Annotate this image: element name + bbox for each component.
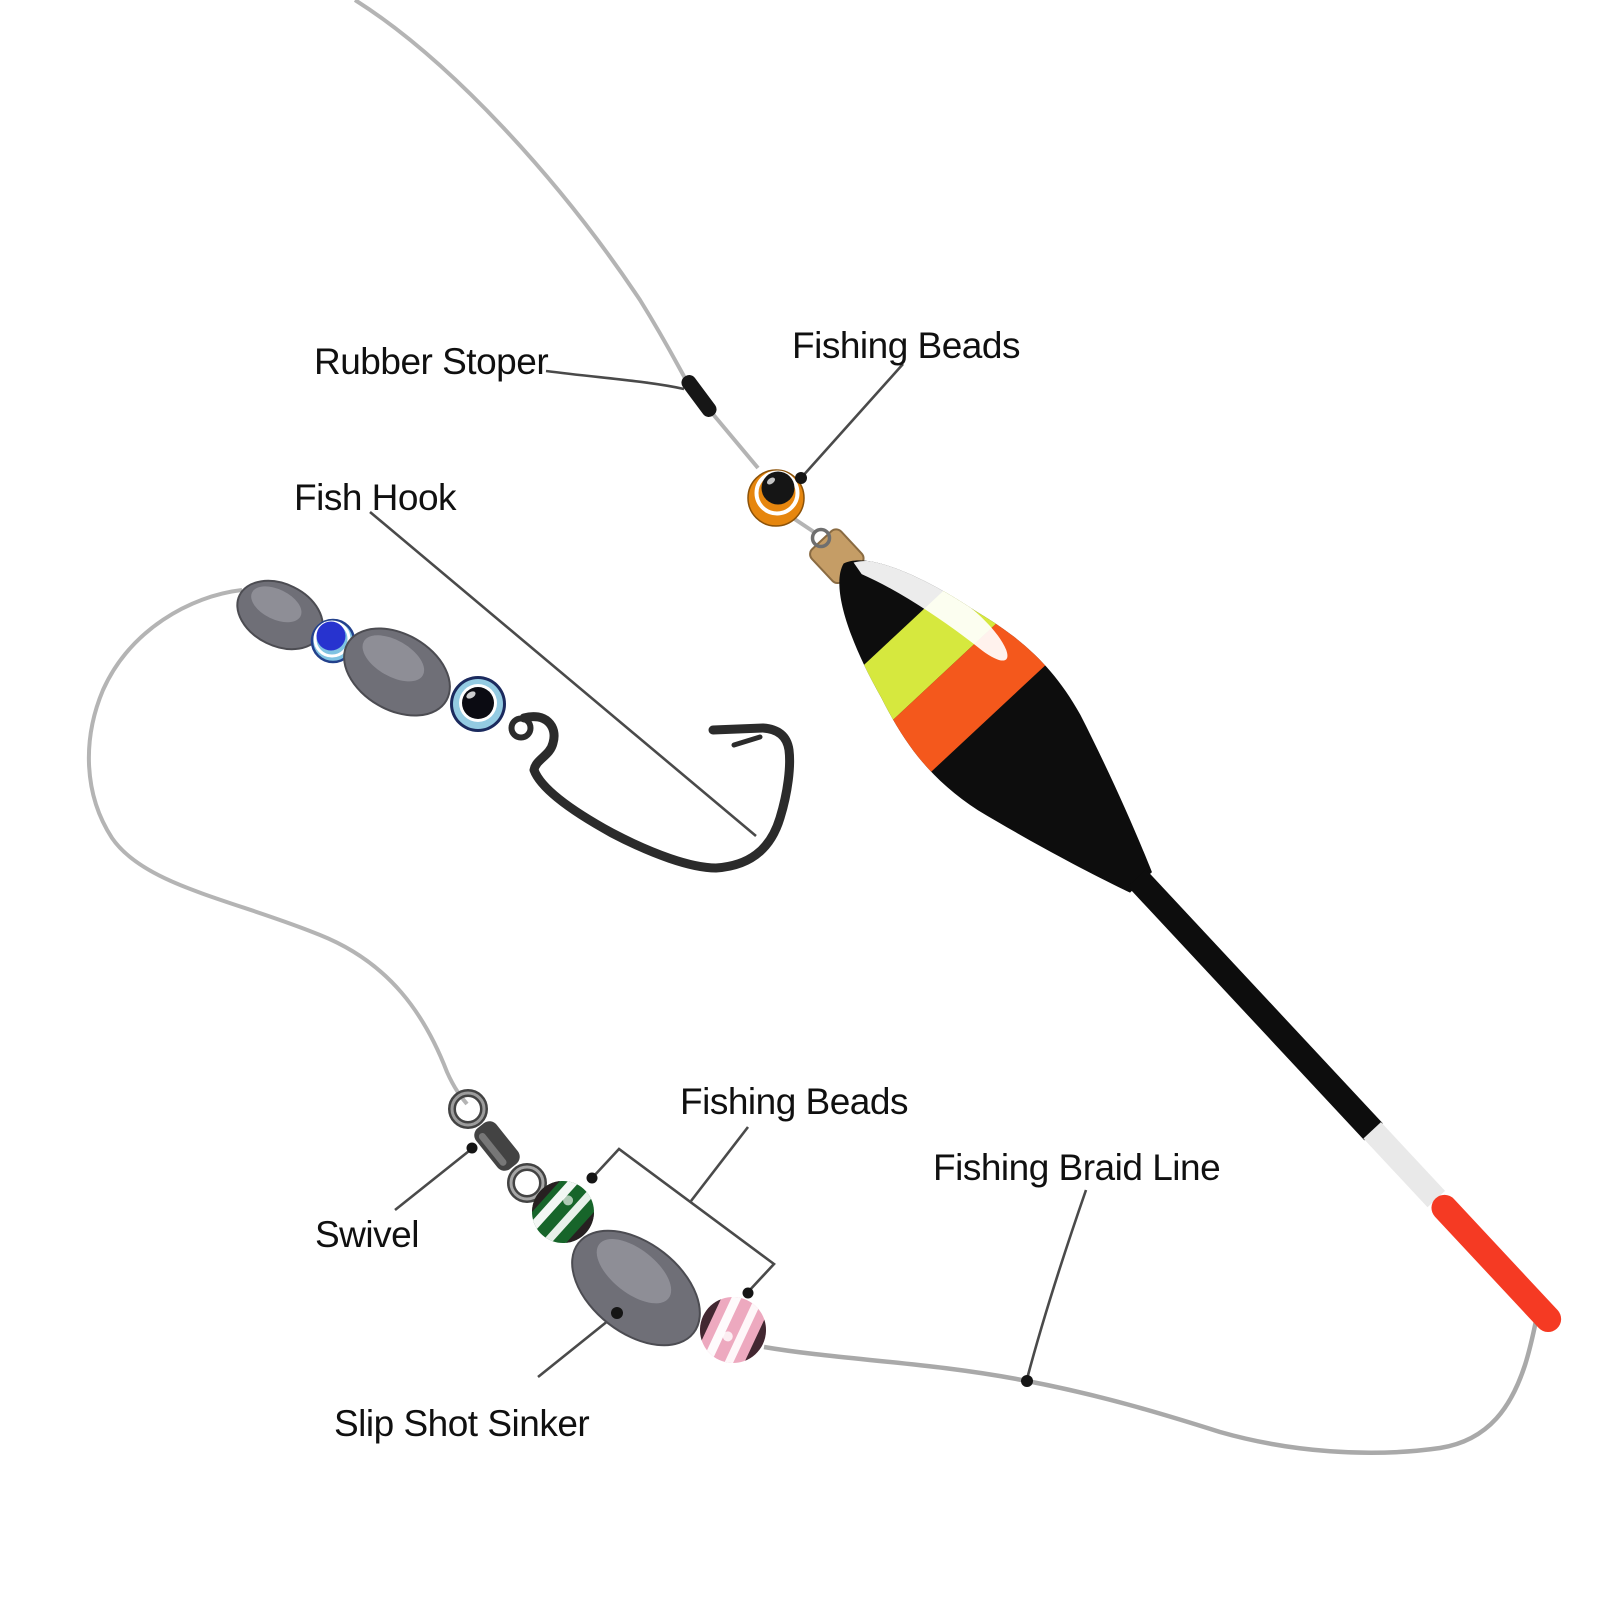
rubber-stopper-label: Rubber Stoper xyxy=(314,341,549,382)
leader-swivel xyxy=(394,1149,470,1212)
swivel-barrel-highlight xyxy=(478,1133,507,1166)
blue-fishing-bead xyxy=(310,618,356,664)
float-tip-red xyxy=(1431,1194,1562,1333)
egg-sinker-large-edge xyxy=(343,627,451,717)
pink-fishing-bead xyxy=(689,1286,777,1374)
pointer-dot-slip-shot-sinker xyxy=(611,1307,623,1319)
fishing-line xyxy=(86,0,816,1106)
green-bead-glint xyxy=(563,1195,574,1206)
green-bead-stripe xyxy=(527,1175,580,1232)
swivel xyxy=(448,1089,547,1203)
line-loop xyxy=(810,527,832,549)
pointer-dot-pink-bead xyxy=(742,1287,754,1299)
orange-fishing-bead xyxy=(747,469,805,527)
hook-barb xyxy=(731,734,763,748)
eye-bead-glint xyxy=(466,691,476,699)
slip-shot-sinker-shine xyxy=(596,1238,672,1304)
leader-rubber-stopper xyxy=(545,369,685,391)
leader-slip-shot-sinker xyxy=(537,1314,615,1379)
egg-sinker-large xyxy=(343,627,451,717)
pointer-dot-braid-line xyxy=(1021,1375,1033,1387)
pointer-dots xyxy=(466,472,1033,1387)
swivel-top-loop-highlight xyxy=(450,1091,486,1127)
swivel-bottom-loop-highlight xyxy=(509,1165,545,1201)
eye-bead-pupil xyxy=(462,687,494,719)
main-line-left-curve xyxy=(86,588,469,1106)
slip-shot-sinker xyxy=(571,1229,701,1347)
fishing-beads-top-label: Fishing Beads xyxy=(792,325,1020,366)
egg-sinker-large-shine xyxy=(362,635,425,682)
egg-sinker-small-shine xyxy=(251,586,302,623)
fish-hook xyxy=(508,712,795,873)
swivel-barrel xyxy=(474,1121,520,1171)
hook-wire xyxy=(519,712,795,873)
leader-fishing-beads-top xyxy=(800,363,904,479)
egg-sinker-small xyxy=(236,579,324,651)
fish-hook-label: Fish Hook xyxy=(294,477,457,518)
green-bead-stripe xyxy=(543,1189,595,1246)
bracket-fishing-beads-lower xyxy=(592,1147,776,1293)
slip-shot-sinker-edge xyxy=(571,1229,701,1347)
slip-float xyxy=(809,528,1562,1333)
fishing-braid-line-label: Fishing Braid Line xyxy=(933,1147,1221,1188)
float-highlight xyxy=(853,561,1008,661)
leader-fishing-beads-lower xyxy=(689,1126,750,1202)
pointer-dot-green-bead xyxy=(586,1172,598,1184)
blue-bead-dome xyxy=(316,621,346,651)
pink-bead-stripe xyxy=(705,1292,742,1359)
eye-bead xyxy=(450,676,506,732)
green-fishing-bead xyxy=(519,1168,607,1256)
leader-fish-hook xyxy=(369,511,757,837)
rubber-stopper xyxy=(681,375,717,417)
fishing-beads-lower-label: Fishing Beads xyxy=(680,1081,908,1122)
main-line-top xyxy=(353,0,760,470)
swivel-label: Swivel xyxy=(315,1214,419,1255)
float-body xyxy=(839,560,1152,893)
orange-bead-glint xyxy=(766,477,776,485)
orange-bead-dome xyxy=(761,471,795,505)
float-band-orange xyxy=(878,610,1055,780)
pointer-dot-fishing-beads-top xyxy=(795,472,807,484)
braid-line xyxy=(763,1302,1543,1455)
float-stem-white-band xyxy=(1363,1122,1446,1208)
rubber-stopper-body xyxy=(681,375,717,417)
pink-bead-glint xyxy=(722,1331,733,1342)
leader-lines xyxy=(369,363,1088,1380)
float-stem xyxy=(1127,869,1383,1141)
pointer-dot-swivel xyxy=(466,1142,478,1154)
slip-shot-sinker-label: Slip Shot Sinker xyxy=(334,1403,590,1444)
green-bead-body xyxy=(532,1181,594,1243)
pink-bead-stripe xyxy=(724,1301,761,1367)
leader-fishing-braid-line xyxy=(1025,1189,1088,1380)
